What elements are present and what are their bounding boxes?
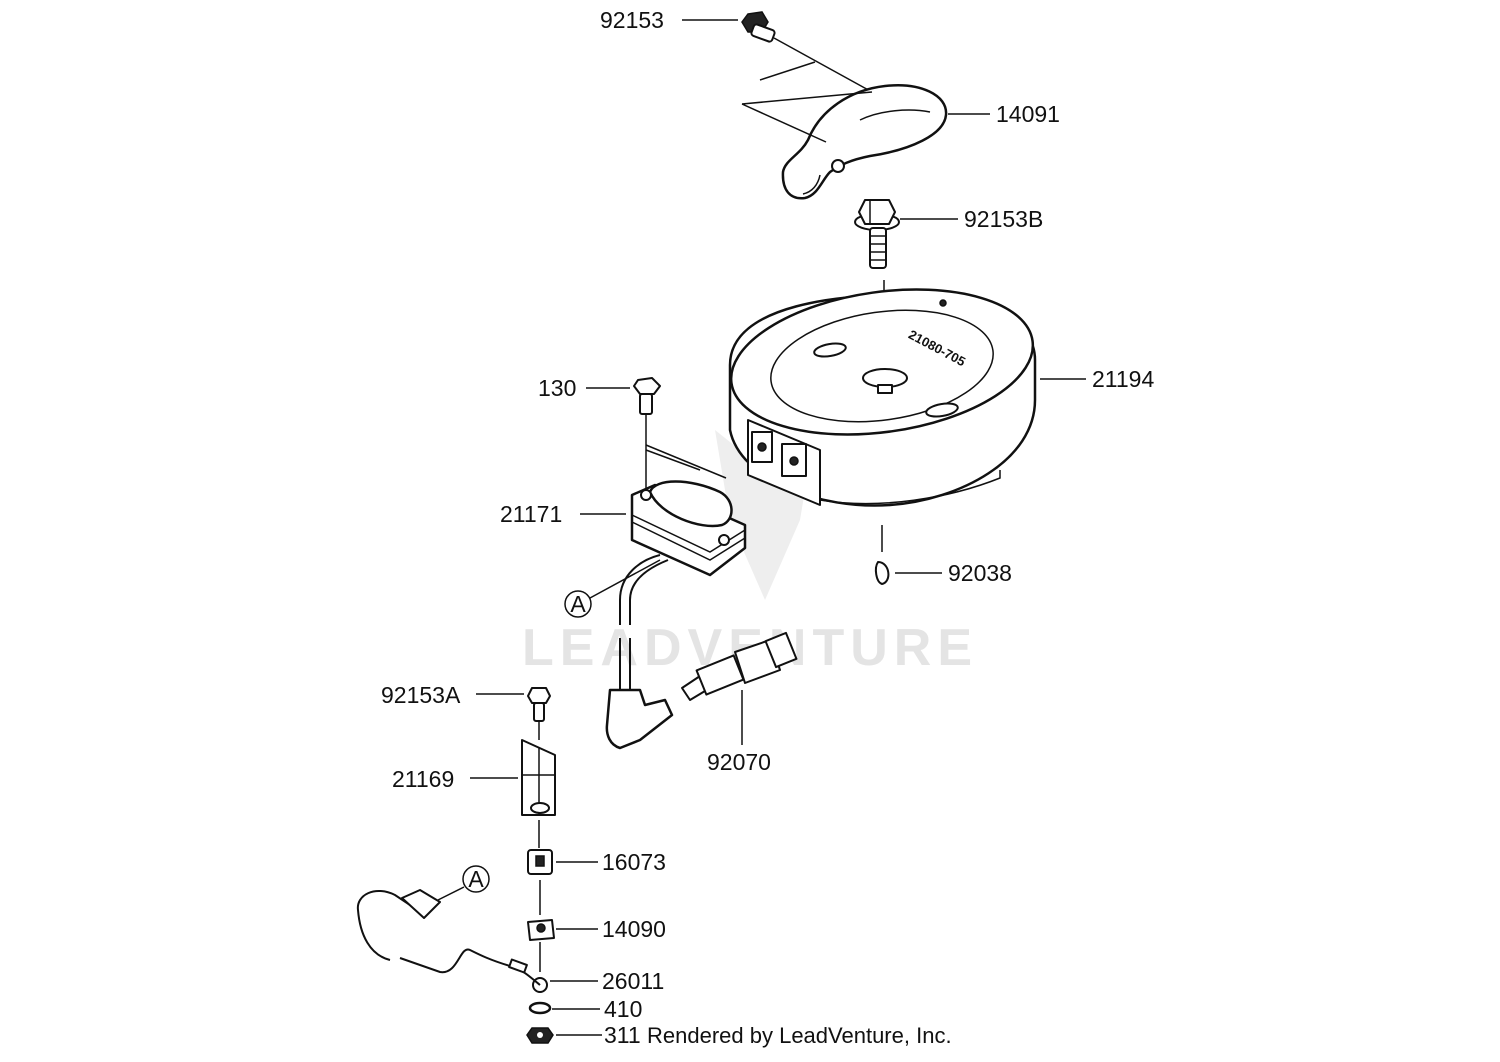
callout-130[interactable]: 130 <box>538 375 576 401</box>
callout-92153A[interactable]: 92153A <box>381 682 461 708</box>
leader-lines <box>470 19 1086 1036</box>
callout-92038[interactable]: 92038 <box>948 560 1012 586</box>
part-14090-clip[interactable] <box>527 919 555 972</box>
part-92153A-bolt[interactable] <box>527 687 551 740</box>
ref-a-lower: A <box>437 865 490 901</box>
part-130-bolt[interactable] <box>633 377 727 500</box>
callout-21194[interactable]: 21194 <box>1092 366 1154 392</box>
part-21171-ignition-coil[interactable] <box>605 480 747 750</box>
part-92038-key[interactable] <box>874 525 890 585</box>
part-26011-lead-wire[interactable] <box>356 889 548 993</box>
callout-14091[interactable]: 14091 <box>996 101 1060 127</box>
callout-16073[interactable]: 16073 <box>602 849 666 875</box>
callout-21171[interactable]: 21171 <box>500 501 562 527</box>
part-92153-screw[interactable] <box>741 11 873 93</box>
ref-a-lower-label: A <box>468 866 484 892</box>
render-credit: Rendered by LeadVenture, Inc. <box>647 1023 952 1048</box>
ref-a-upper-label: A <box>570 591 586 617</box>
callout-311[interactable]: 311 <box>604 1022 641 1048</box>
part-311-nut[interactable] <box>526 1027 554 1044</box>
part-21169-terminal[interactable] <box>521 739 556 848</box>
callout-14090[interactable]: 14090 <box>602 916 666 942</box>
part-14091-cover[interactable] <box>741 61 948 200</box>
callout-92153B[interactable]: 92153B <box>964 206 1043 232</box>
part-410-washer[interactable] <box>528 1001 552 1015</box>
callout-26011[interactable]: 26011 <box>602 968 664 994</box>
part-92070-spark-plug[interactable] <box>681 631 798 745</box>
part-21194-flywheel[interactable]: 21080-705 <box>722 272 1043 507</box>
callout-92070[interactable]: 92070 <box>707 749 771 775</box>
callout-labels: 92153 14091 92153B 21194 130 21171 92038… <box>381 7 1154 1048</box>
callout-21169[interactable]: 21169 <box>392 766 454 792</box>
part-16073-holder[interactable] <box>527 849 553 915</box>
callout-410[interactable]: 410 <box>604 996 642 1022</box>
ref-a-upper: A <box>564 559 661 618</box>
callout-92153[interactable]: 92153 <box>600 7 664 33</box>
